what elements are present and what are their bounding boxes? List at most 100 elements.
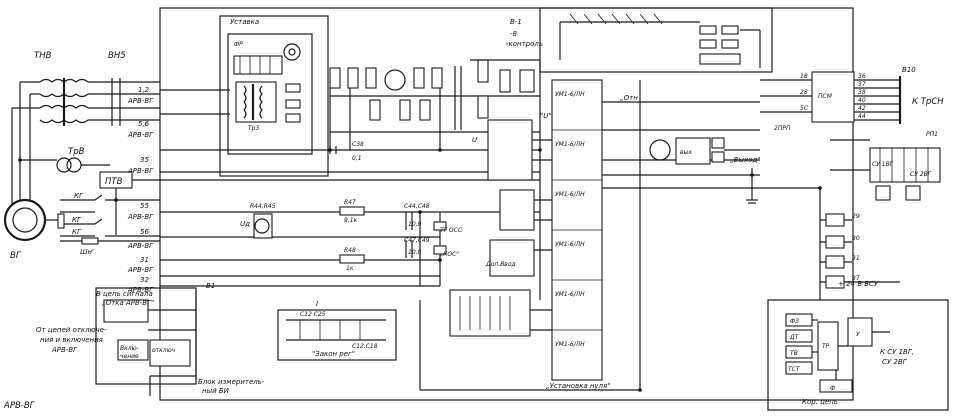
psm-pin-4: 40	[858, 97, 866, 104]
label-ud: Uд	[240, 220, 250, 228]
label-c12: С12 С25	[300, 311, 326, 318]
label-r44: R44,R45	[250, 203, 276, 210]
label-shunt: Шн'	[80, 248, 94, 256]
label-tnv: ТНВ	[34, 51, 52, 61]
label-kontrol: -контроль	[506, 40, 543, 48]
bus-num-7: 32	[140, 276, 149, 284]
label-r48-value: 1к	[346, 265, 354, 272]
label-vyhod: „Выход"	[730, 156, 760, 164]
passive-components	[253, 146, 447, 341]
box-tv: ТВ	[790, 350, 798, 357]
label-node-u: U	[472, 136, 477, 144]
label-ustanovka-nulya: „Установка нуля"	[546, 382, 610, 390]
psm-pin-3: 38	[858, 89, 866, 96]
relay-pin-1: 29	[852, 213, 860, 220]
label-blok-izm-2: ный БИ	[202, 387, 230, 395]
box-dt: ДТ	[789, 334, 800, 341]
label-ksu-1: К СУ 1ВГ,	[880, 348, 914, 356]
label-r48: R48	[344, 247, 356, 254]
label-c38: С38	[352, 141, 364, 148]
relay-pin-3: 31	[852, 255, 860, 262]
label-tr3: Тр3	[248, 125, 259, 132]
bus-num-5: 56	[140, 228, 149, 236]
box-u: У	[856, 331, 860, 338]
bus-name-6: АРВ-ВГ	[127, 266, 154, 274]
psm-pin-5: 42	[858, 105, 866, 112]
bus-name-2: АРВ-ВГ	[127, 131, 154, 139]
control-block	[103, 290, 197, 396]
label-ktrsn: К ТрСН	[912, 97, 944, 107]
label-b1: В1	[206, 282, 215, 290]
chip-label-5: УМ1-6/ЛН	[555, 291, 585, 298]
label-v10: В10	[902, 66, 916, 74]
main-buses	[160, 80, 820, 391]
label-otn: „Отн	[620, 94, 638, 102]
bus-num-2: 5,6	[138, 120, 150, 128]
bus-name-7: АРВ-ВГ	[127, 286, 154, 294]
label-r47-value: 9,1к	[344, 217, 358, 224]
label-c47: С47,С49	[404, 237, 430, 244]
label-otkl-3: АРВ-ВГ	[51, 346, 78, 354]
label-rp1: РП1	[926, 131, 938, 138]
chip-label-3: УМ1-6/ЛН	[555, 191, 585, 198]
bus-num-1: 1,2	[138, 86, 150, 94]
psm-left-pin-2: 28	[800, 89, 808, 96]
bus-num-4: 55	[140, 202, 149, 210]
label-kg-3: КГ	[72, 228, 82, 236]
generator-section	[3, 78, 160, 245]
label-arvvg-bottom: АРВ-ВГ	[3, 401, 36, 411]
label-ksu-2: СУ 2ВГ	[882, 358, 908, 366]
label-vn5: ВН5	[108, 51, 126, 61]
bottom-right-block	[785, 313, 890, 393]
label-otkl-2: ния и включения	[40, 336, 103, 344]
label-c38-value: 0,1	[352, 155, 362, 162]
selector-panel	[559, 13, 761, 68]
label-dop-vvod: Доп.Ввод	[485, 261, 516, 268]
label-tgosc: ТГ ОСС	[440, 227, 463, 234]
label-ustavka: Уставка	[230, 18, 259, 26]
bus-name-4: АРВ-ВГ	[127, 213, 154, 221]
component-row	[329, 59, 540, 150]
label-generator: ВГ	[10, 251, 22, 261]
label-chenie: чение	[120, 353, 139, 360]
label-vyhod-short: вых	[680, 149, 692, 156]
outer-frame	[95, 7, 949, 411]
label-plus24: + 24 В ВСУ	[838, 280, 879, 288]
label-otkl-box: отключ	[152, 347, 176, 354]
chip-label-4: УМ1-6/ЛН	[555, 241, 585, 248]
label-2prp: 2ПРП	[774, 125, 791, 132]
psm-left-pin-1: 18	[800, 73, 808, 80]
box-f: Ф	[830, 385, 835, 392]
box-fz: ФЗ	[790, 318, 799, 325]
label-c44: С44,С48	[404, 203, 430, 210]
label-blok-izm-1: Блок измеритель-	[198, 378, 265, 386]
label-kg-2: КГ	[72, 216, 82, 224]
label-node-uu: "U"	[540, 112, 552, 120]
psm-pin-2: 37	[858, 81, 866, 88]
label-signal-1: В цепь сигнала	[96, 290, 153, 298]
psm-pin-6: 44	[858, 113, 866, 120]
chip-label-6: УМ1-6/ЛН	[555, 341, 585, 348]
label-su1vg: СУ 1ВГ	[872, 161, 894, 168]
label-c44-value: 10,0	[408, 221, 422, 228]
label-vkl: Вклю-	[120, 345, 139, 352]
label-c18: С12,С18	[352, 343, 378, 350]
output-section	[649, 71, 941, 300]
psm-pin-1: 36	[858, 73, 866, 80]
relay-pin-4: 37	[852, 275, 860, 282]
ustavka-block	[233, 43, 301, 123]
label-kos: „КОС"	[440, 251, 459, 258]
bus-name-5: АРВ-ВГ	[127, 242, 154, 250]
label-kg-1: КГ	[74, 192, 84, 200]
bus-num-6: 31	[140, 256, 149, 264]
label-zakon-reg: "Закон рег"	[312, 350, 355, 358]
label-psm: ПСМ	[818, 93, 833, 100]
bus-name-1: АРВ-ВГ	[127, 97, 154, 105]
label-v1: В-1	[510, 18, 522, 26]
label-kor-cep: Кор. цепь	[802, 398, 838, 406]
label-ptv: ПТВ	[105, 177, 123, 187]
chip-column	[449, 60, 603, 381]
label-fr: ФР	[234, 41, 243, 48]
label-v8: -8	[510, 30, 518, 38]
relay-pin-2: 30	[852, 235, 860, 242]
